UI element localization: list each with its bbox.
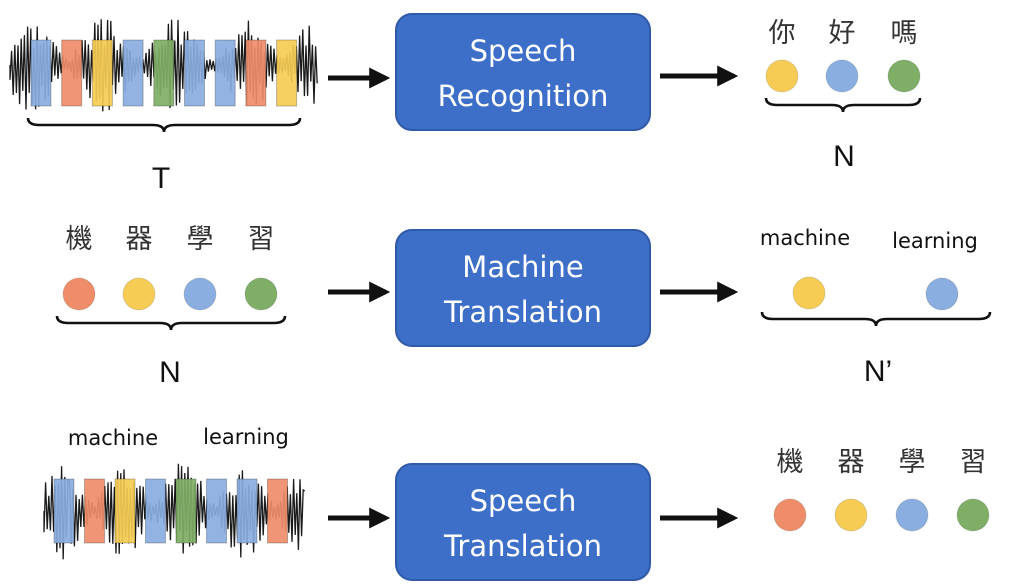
token-word-learning: learning xyxy=(892,229,978,253)
model-box-speech-translation: Speech Translation xyxy=(395,463,651,581)
token-char-8: 機 xyxy=(777,447,804,478)
audio-frame xyxy=(267,478,288,544)
token-input-2: 機 器 學 習 N xyxy=(55,224,287,389)
token-word-machine: machine xyxy=(760,226,850,250)
box-3-line-2: Translation xyxy=(443,529,602,563)
token-char-6: 學 xyxy=(187,224,214,255)
box-1 xyxy=(395,13,651,131)
token-circle-12 xyxy=(895,498,929,532)
row-speech-recognition: T Speech Recognition 你 好 嗎 N xyxy=(9,13,922,195)
token-circle-8 xyxy=(792,276,826,310)
brace-input-1 xyxy=(26,117,302,133)
token-char-11: 習 xyxy=(960,447,987,478)
box-2-line-2: Translation xyxy=(443,295,602,329)
audio-frame xyxy=(114,478,136,544)
box-2 xyxy=(395,229,651,347)
brace-label-n-2: N xyxy=(159,356,181,389)
token-output-3: 機 器 學 習 xyxy=(773,447,990,532)
box-2-line-1: Machine xyxy=(462,250,583,284)
box-1-line-2: Recognition xyxy=(438,79,609,113)
token-circle-10 xyxy=(773,498,807,532)
audio-frame xyxy=(184,39,205,107)
row-speech-translation: machine learning Speech Translation 機 器 … xyxy=(43,425,990,581)
audio-frame xyxy=(153,39,175,107)
audio-frame xyxy=(236,478,258,544)
audio-frame xyxy=(53,478,75,544)
token-circle-13 xyxy=(956,498,990,532)
brace-label-t: T xyxy=(152,162,170,195)
audio-frame xyxy=(122,39,144,107)
audio-frame xyxy=(145,478,166,544)
audio-frame xyxy=(84,478,105,544)
audio-frame xyxy=(276,39,298,107)
audio-word-learning: learning xyxy=(203,425,289,449)
token-char-2: 好 xyxy=(829,18,856,49)
brace-input-2 xyxy=(55,315,287,331)
audio-frame xyxy=(30,39,52,107)
token-char-4: 機 xyxy=(66,224,93,255)
audio-frame xyxy=(214,39,236,107)
token-circle-2 xyxy=(825,59,859,93)
token-char-7: 習 xyxy=(248,224,275,255)
box-3-line-1: Speech xyxy=(470,484,577,518)
token-char-1: 你 xyxy=(769,18,796,49)
audio-frame xyxy=(91,39,113,107)
audio-frame xyxy=(61,39,83,107)
token-circle-3 xyxy=(887,59,921,93)
token-char-9: 器 xyxy=(838,447,865,478)
audio-word-machine: machine xyxy=(68,426,158,450)
audio-frame xyxy=(175,478,197,544)
waveform-3 xyxy=(43,463,306,560)
token-char-5: 器 xyxy=(126,224,153,255)
token-output-2: machine learning N’ xyxy=(760,226,992,388)
audio-input-1: T xyxy=(9,19,318,195)
frame-group-3 xyxy=(53,478,288,544)
audio-frame xyxy=(206,478,227,544)
token-output-1: 你 好 嗎 N xyxy=(764,18,922,173)
token-circle-7 xyxy=(244,277,278,311)
token-circle-6 xyxy=(183,277,217,311)
box-3 xyxy=(395,463,651,581)
row-machine-translation: 機 器 學 習 N Machine Translation machine le… xyxy=(55,224,992,389)
brace-output-2 xyxy=(760,311,992,327)
token-circle-4 xyxy=(62,277,96,311)
frame-group-1 xyxy=(30,39,298,107)
model-box-speech-recognition: Speech Recognition xyxy=(395,13,651,131)
audio-frame xyxy=(245,39,267,107)
token-circle-5 xyxy=(122,277,156,311)
brace-output-1 xyxy=(764,97,922,113)
brace-label-n-1: N xyxy=(833,140,855,173)
box-1-line-1: Speech xyxy=(470,34,577,68)
model-box-machine-translation: Machine Translation xyxy=(395,229,651,347)
token-char-10: 學 xyxy=(899,447,926,478)
brace-label-n-prime: N’ xyxy=(864,355,892,388)
token-circle-1 xyxy=(765,59,799,93)
token-circle-11 xyxy=(834,498,868,532)
audio-input-3: machine learning xyxy=(43,425,306,560)
token-circle-9 xyxy=(925,277,959,311)
token-char-3: 嗎 xyxy=(891,18,918,49)
